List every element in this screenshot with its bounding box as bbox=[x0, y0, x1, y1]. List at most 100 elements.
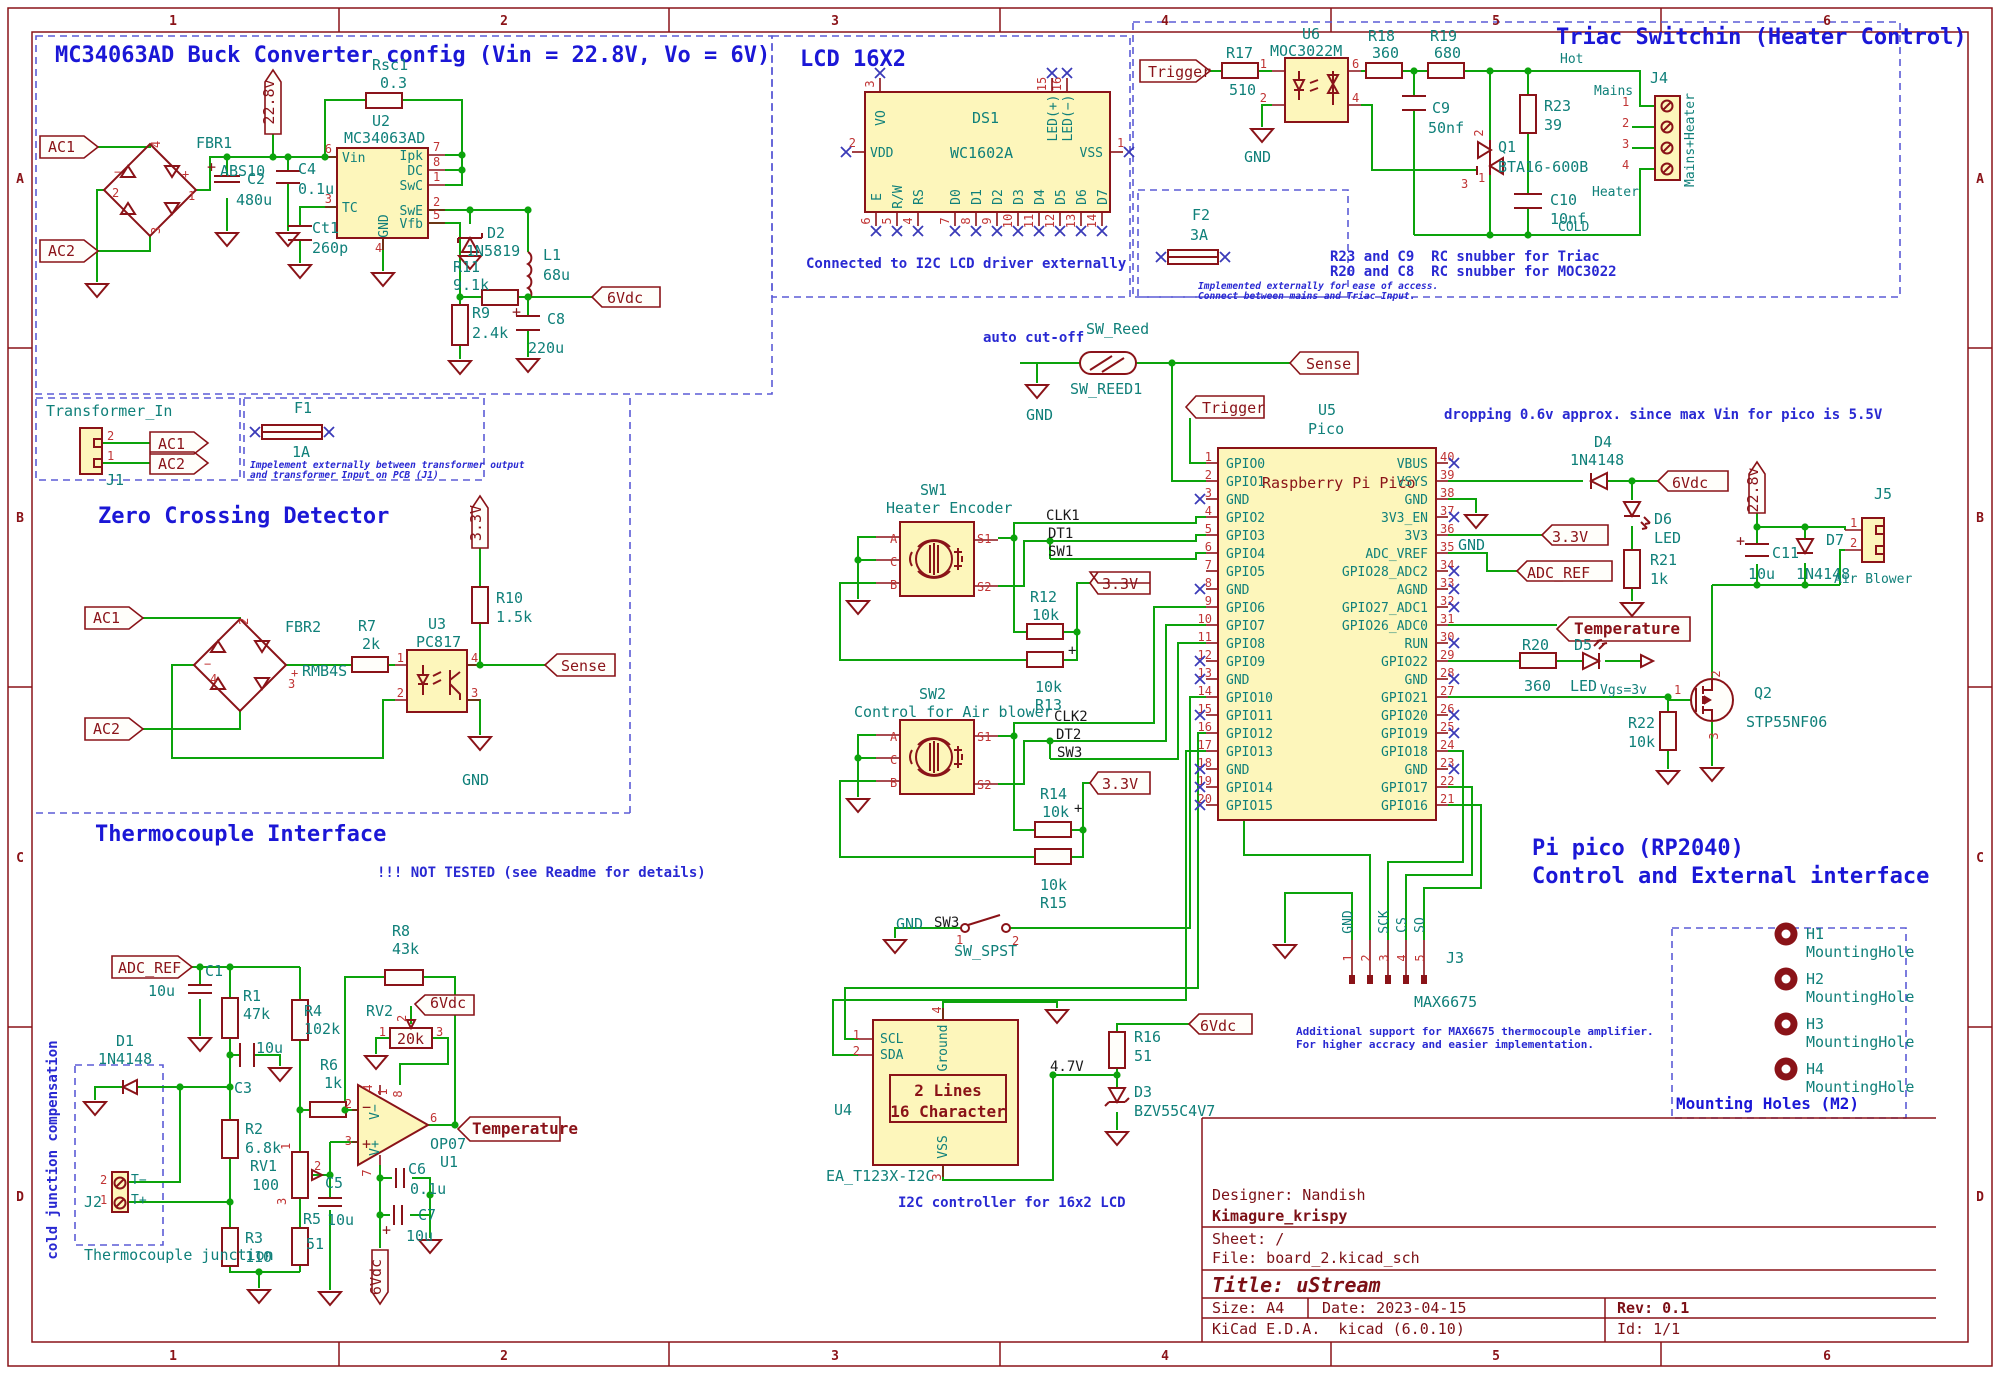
schematic-text: 7 bbox=[360, 1169, 374, 1176]
passive-symbols-thermo[interactable] bbox=[111, 955, 561, 1306]
schematic-text: PC817 bbox=[416, 633, 461, 651]
schematic-text: 0.3 bbox=[380, 74, 407, 92]
schematic-text: A bbox=[890, 730, 898, 744]
sheet-frame bbox=[7, 7, 1993, 1367]
u5-pico-body[interactable] bbox=[1217, 447, 1437, 821]
u2-mc34063ad[interactable] bbox=[325, 147, 445, 250]
schematic-text: T− bbox=[131, 1173, 147, 1188]
schematic-text: Rev: 0.1 bbox=[1617, 1299, 1689, 1317]
schematic-text: 1 bbox=[107, 449, 114, 463]
schematic-text: 4 bbox=[1161, 1349, 1169, 1364]
lcd-pin-number: 15 bbox=[1035, 77, 1049, 91]
schematic-text: Heater bbox=[1592, 185, 1639, 200]
j3-max6675[interactable] bbox=[1349, 940, 1427, 984]
schematic-text: 2 bbox=[1359, 954, 1373, 961]
pico-pin-number: 10 bbox=[1198, 612, 1212, 626]
schematic-text: FBR2 bbox=[285, 618, 321, 636]
no-connect-icon bbox=[1046, 67, 1058, 79]
schematic-text: C bbox=[1976, 851, 1984, 866]
u3-pc817[interactable] bbox=[395, 649, 480, 713]
schematic-text: SCK bbox=[1377, 910, 1392, 934]
passive-symbols-buck[interactable] bbox=[39, 68, 661, 475]
schematic-text: Q2 bbox=[1754, 684, 1772, 702]
schematic-text: 2 bbox=[500, 14, 508, 29]
right-side-components[interactable] bbox=[1519, 471, 1885, 751]
schematic-text: DT1 bbox=[1048, 526, 1073, 542]
schematic-text: R9 bbox=[472, 304, 490, 322]
schematic-text: 1 bbox=[1850, 516, 1857, 530]
schematic-text: TC bbox=[342, 201, 358, 216]
pico-pin-number: 22 bbox=[1440, 774, 1454, 788]
pico-pin-number: 15 bbox=[1198, 702, 1212, 716]
pico-pin-number: 21 bbox=[1440, 792, 1454, 806]
pico-pin-name: GPIO14 bbox=[1226, 781, 1273, 796]
schematic-text: − bbox=[362, 1098, 371, 1116]
schematic-text: 110 bbox=[245, 1248, 272, 1266]
schematic-text: DC bbox=[407, 164, 423, 179]
schematic-text: SW2 bbox=[919, 685, 946, 703]
opamp-op07[interactable] bbox=[352, 1083, 431, 1167]
pico-pin-name: GPIO27_ADC1 bbox=[1342, 601, 1428, 616]
schematic-text: 1N4148 bbox=[1796, 565, 1850, 583]
passive-symbols-zcd[interactable] bbox=[84, 494, 616, 741]
passive-symbols-triac[interactable] bbox=[1139, 59, 1681, 265]
schematic-text: L1 bbox=[543, 246, 561, 264]
schematic-text: GND bbox=[1458, 536, 1485, 554]
schematic-text: 4 bbox=[1622, 158, 1629, 172]
schematic-text: R12 bbox=[1030, 588, 1057, 606]
pico-pin-number: 4 bbox=[1205, 504, 1212, 518]
lcd-pin-number: 16 bbox=[1050, 77, 1064, 91]
airblower-encoder-sw2[interactable] bbox=[876, 719, 998, 795]
lcd-pin-name: VO bbox=[874, 110, 889, 126]
schematic-text: Ground bbox=[936, 1025, 951, 1072]
schematic-text: AC1 bbox=[158, 435, 185, 453]
schematic-text: BTA16-600B bbox=[1498, 158, 1588, 176]
sw-reed1[interactable] bbox=[1079, 351, 1137, 375]
schematic-text: 6 bbox=[1823, 14, 1831, 29]
schematic-text: MC34063AD Buck Converter config (Vin = 2… bbox=[55, 43, 770, 68]
schematic-text: SW1 bbox=[920, 481, 947, 499]
pico-pin-name: 3V3 bbox=[1405, 529, 1428, 544]
u6-moc3022m[interactable] bbox=[1272, 57, 1361, 123]
schematic-text: Temperature bbox=[1574, 619, 1680, 638]
pico-pin-number: 17 bbox=[1198, 738, 1212, 752]
schematic-text: C7 bbox=[418, 1206, 436, 1224]
schematic-text: 4 bbox=[1395, 954, 1409, 961]
pico-pin-number: 1 bbox=[1205, 450, 1212, 464]
global-labels-pico[interactable] bbox=[1088, 351, 1766, 1035]
schematic-text: OP07 bbox=[430, 1135, 466, 1153]
r16-d3[interactable] bbox=[1104, 1031, 1130, 1107]
lcd-pin-number: 10 bbox=[1001, 214, 1015, 228]
schematic-text: 6Vdc bbox=[1672, 474, 1708, 492]
heater-encoder-sw1[interactable] bbox=[876, 521, 998, 597]
schematic-text: 3 bbox=[831, 1349, 839, 1364]
schematic-text: SwE bbox=[400, 204, 423, 219]
pico-pin-number: 16 bbox=[1198, 720, 1212, 734]
schematic-text: C6 bbox=[408, 1160, 426, 1178]
lcd-pin-number: 14 bbox=[1085, 214, 1099, 228]
schematic-text: EA_T123X-I2C bbox=[826, 1167, 934, 1185]
pico-pin-number: 12 bbox=[1198, 648, 1212, 662]
schematic-text: 3 bbox=[471, 686, 478, 700]
pullups-and-switch[interactable] bbox=[960, 623, 1072, 933]
no-connect-icon bbox=[1194, 583, 1206, 595]
schematic-text: 43k bbox=[392, 940, 419, 958]
lcd-pin-number: 5 bbox=[880, 217, 894, 224]
schematic-text: GND bbox=[896, 915, 923, 933]
schematic-text: Mains bbox=[1594, 84, 1633, 99]
schematic-text: Designer: Nandish bbox=[1212, 1186, 1366, 1204]
schematic-text: 6Vdc bbox=[607, 289, 643, 307]
u4-i2c-controller[interactable] bbox=[858, 1008, 1019, 1177]
schematic-text: Connect between mains and Triac Input. bbox=[1198, 291, 1415, 302]
schematic-text: 4 bbox=[1352, 91, 1359, 105]
ds1-lcd[interactable] bbox=[864, 91, 1111, 213]
schematic-text: Trigger bbox=[1148, 63, 1211, 81]
schematic-text: 2 bbox=[1012, 934, 1019, 948]
lcd-pin-number: 12 bbox=[1043, 214, 1057, 228]
schematic-text: 3.3V bbox=[467, 505, 485, 541]
pico-pin-name: GPIO26_ADC0 bbox=[1342, 619, 1428, 634]
triac-section bbox=[1139, 57, 1681, 265]
schematic-text: R3 bbox=[245, 1229, 263, 1247]
buck-converter-section bbox=[39, 68, 661, 475]
